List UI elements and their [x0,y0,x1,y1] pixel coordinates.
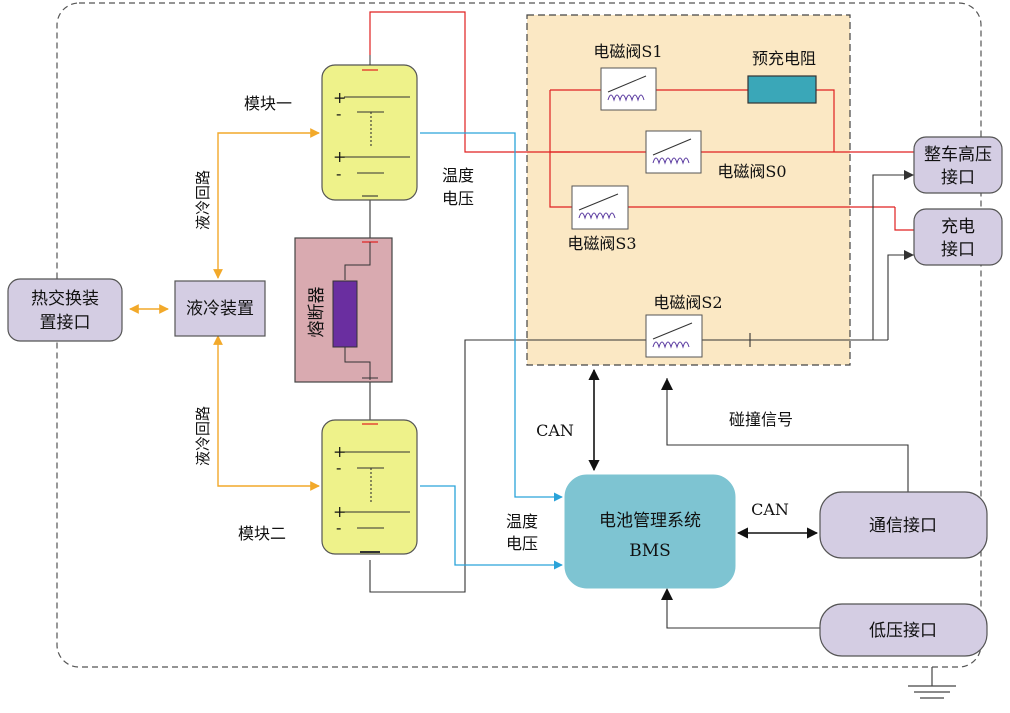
svg-text:置接口: 置接口 [40,313,91,333]
module1-minus-2: - [336,164,341,183]
svg-text:通信接口: 通信接口 [869,516,937,536]
heat-exchange-interface: 热交换装 置接口 [7,278,123,342]
valve-s1-label: 电磁阀S1 [593,42,662,61]
can-links [588,368,819,539]
module2-plus-1: + [333,442,346,461]
valve-s0-label: 电磁阀S0 [717,162,786,181]
module1-plus-2: + [333,147,346,166]
valve-s0 [645,130,702,174]
module2-label: 模块二 [238,524,286,543]
svg-text:液冷装置: 液冷装置 [186,299,254,319]
collision-signal-label: 碰撞信号 [729,410,793,429]
module1-label: 模块一 [244,94,292,113]
svg-text:低压接口: 低压接口 [869,621,937,641]
battery-module-1: + - + - [321,55,418,201]
temp-voltage-wires [420,132,563,570]
module2-plus-2: + [333,502,346,521]
temp-voltage-top-2: 电压 [442,189,474,208]
fuse: 熔断器 [294,237,393,383]
cooling-loop-top-label: 液冷回路 [194,170,212,230]
comm-interface: 通信接口 [819,491,988,559]
vehicle-hv-interface: 整车高压 接口 [913,136,1003,194]
svg-text:BMS: BMS [629,541,671,561]
cooling-loop-bottom-label: 液冷回路 [194,406,212,466]
valve-s3-label: 电磁阀S3 [567,234,636,253]
valve-s2-label: 电磁阀S2 [653,293,722,312]
svg-text:充电: 充电 [941,217,975,237]
charge-interface: 充电 接口 [913,208,1003,266]
cooling-loops [129,128,320,491]
module2-minus-2: - [336,518,341,537]
fuse-label: 熔断器 [307,287,327,338]
signal-wires [369,174,914,629]
bms-box: 电池管理系统 BMS [564,474,736,589]
valve-s3 [571,185,629,230]
can-vertical-label: CAN [536,421,574,440]
temp-voltage-top-1: 温度 [442,166,474,185]
svg-text:电池管理系统: 电池管理系统 [599,511,701,531]
lv-interface: 低压接口 [819,603,988,657]
svg-text:热交换装: 热交换装 [31,289,99,309]
svg-text:接口: 接口 [941,240,975,260]
valve-s2 [645,314,703,358]
precharge-resistor [747,75,817,104]
precharge-label: 预充电阻 [752,49,816,68]
svg-text:整车高压: 整车高压 [924,145,992,165]
can-horizontal-label: CAN [751,500,789,519]
module1-minus-1: - [336,104,341,123]
battery-module-2: + - + - [321,419,418,555]
valve-s1 [600,67,657,111]
liquid-cooling-unit: 液冷装置 [174,280,266,337]
temp-voltage-bottom-1: 温度 [506,512,538,531]
ground-icon [908,667,956,699]
svg-text:接口: 接口 [941,168,975,188]
module1-plus-1: + [333,88,346,107]
module2-minus-1: - [336,458,341,477]
temp-voltage-bottom-2: 电压 [506,534,538,553]
